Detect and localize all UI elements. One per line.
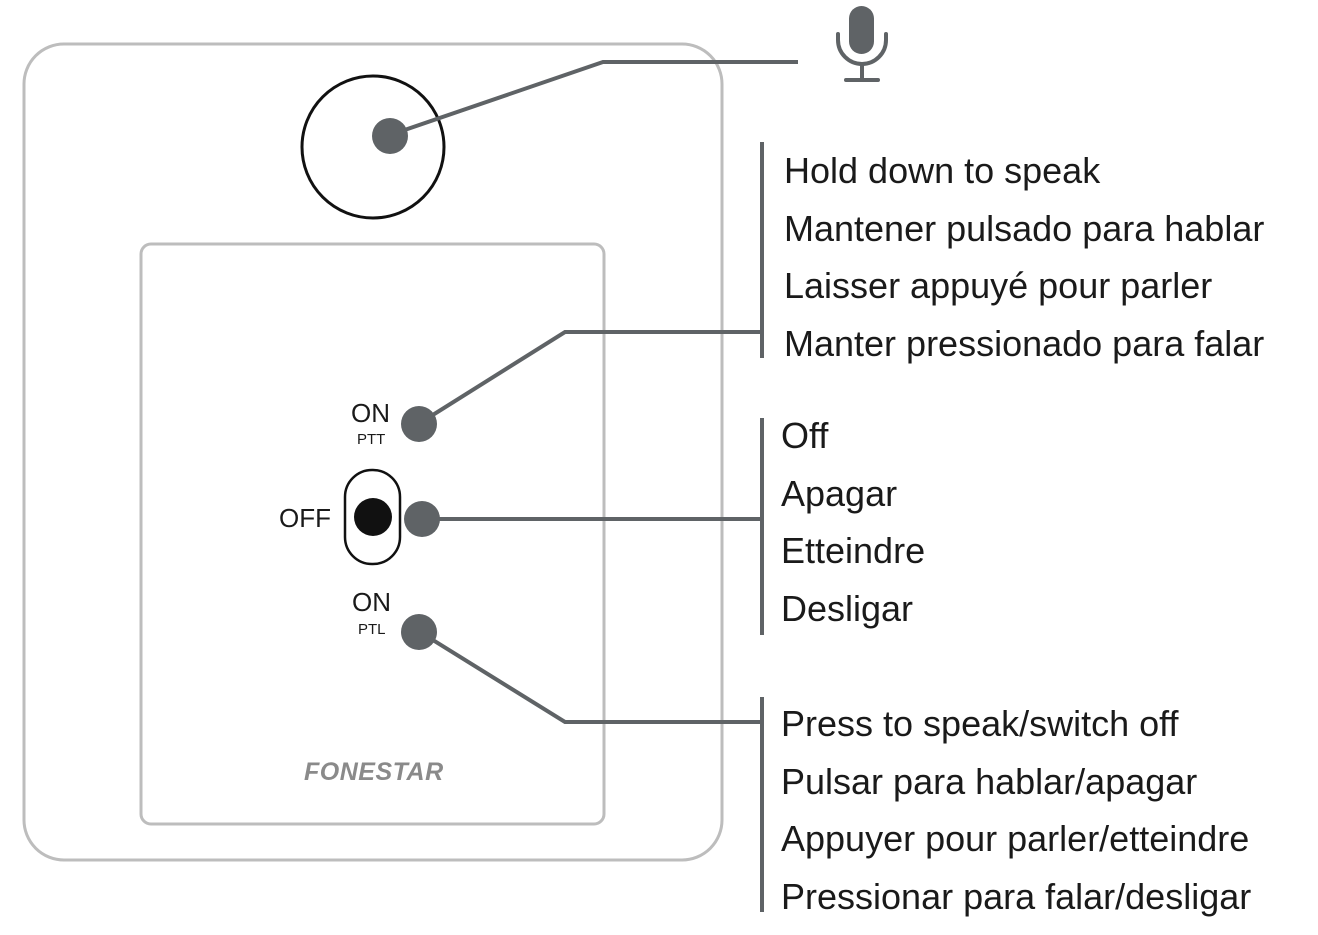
- dot-ptt: [401, 406, 437, 442]
- device-outer-frame: [22, 42, 724, 862]
- callout-ptt-pt: Manter pressionado para falar: [784, 322, 1265, 364]
- callout-ptl-es: Pulsar para hablar/apagar: [781, 760, 1198, 802]
- switch-label-off: OFF: [279, 503, 331, 533]
- callout-ptt-fr: Laisser appuyé pour parler: [784, 265, 1213, 306]
- leader-ptl: [418, 630, 762, 724]
- callout-ptt-es: Mantener pulsado para hablar: [784, 207, 1265, 249]
- callout-ptl: Press to speak/switch off Pulsar para ha…: [781, 695, 1251, 925]
- callout-off-en: Off: [781, 415, 829, 456]
- switch-sublabel-ptl: PTL: [358, 621, 386, 638]
- callout-ptt-en: Hold down to speak: [784, 150, 1101, 191]
- switch-sublabel-ptt: PTT: [357, 431, 386, 448]
- switch-label-on-ptt: ON: [351, 398, 390, 428]
- callout-ptl-fr: Appuyer pour parler/etteindre: [781, 818, 1250, 859]
- microphone-icon: [836, 6, 888, 82]
- callout-off-es: Apagar: [781, 472, 898, 514]
- callout-off-pt: Desligar: [781, 587, 914, 629]
- brand-logo: FONESTAR: [304, 758, 444, 786]
- device-inner-plate: [139, 242, 606, 826]
- callout-off-fr: Etteindre: [781, 530, 926, 571]
- dot-off: [404, 501, 440, 537]
- callout-off: Off Apagar Etteindre Desligar: [781, 407, 925, 637]
- switch-label-on-ptl: ON: [352, 587, 391, 617]
- callout-ptt: Hold down to speak Mantener pulsado para…: [784, 142, 1264, 372]
- leader-ptt: [418, 330, 762, 425]
- switch-knob[interactable]: [354, 498, 392, 536]
- microphone-grille: [300, 74, 446, 220]
- callout-ptl-en: Press to speak/switch off: [781, 703, 1179, 744]
- leader-mic: [389, 60, 798, 137]
- dot-mic: [372, 118, 408, 154]
- callout-ptl-pt: Pressionar para falar/desligar: [781, 875, 1252, 917]
- dot-ptl: [401, 614, 437, 650]
